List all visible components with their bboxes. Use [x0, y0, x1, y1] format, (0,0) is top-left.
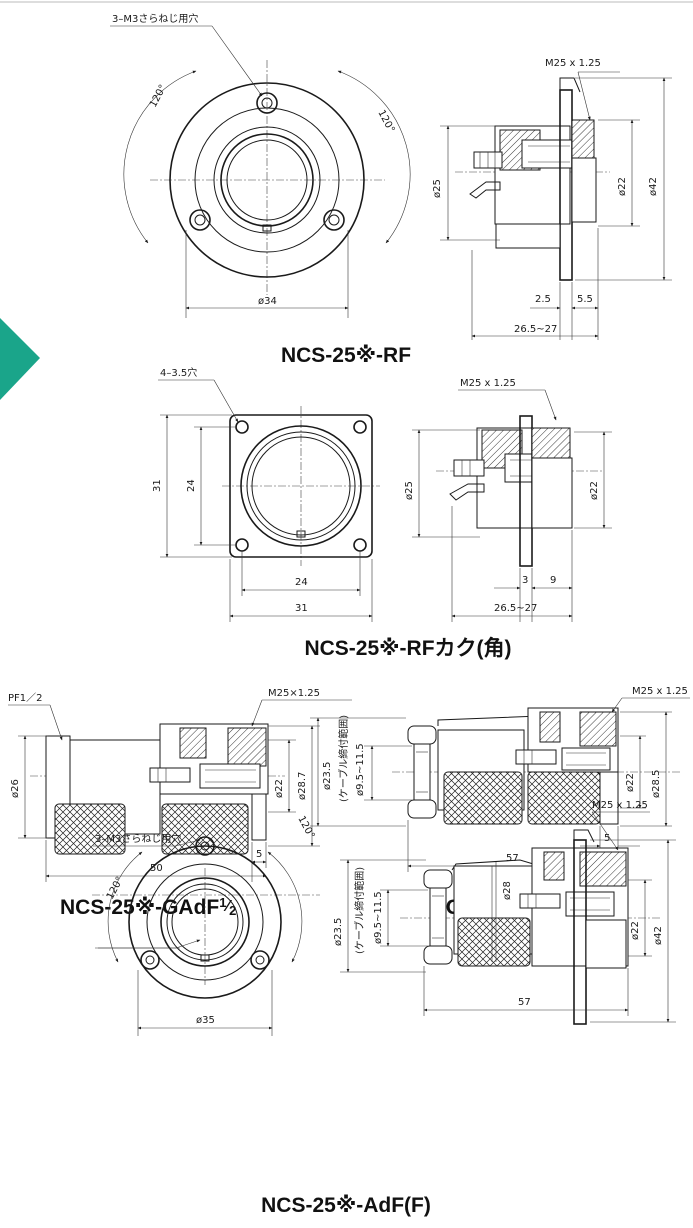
rfsq-dia-body: ø25 — [404, 481, 415, 500]
rfsq-pitch-v: 24 — [186, 479, 197, 492]
rf-hole-note: 3–M3さらねじ用穴 — [112, 12, 198, 25]
rfsq-thread: M25 x 1.25 — [460, 378, 516, 389]
gadf-caption-sup: 1 — [219, 895, 226, 910]
rfsq-caption: NCS-25※-RFカク(角) — [304, 636, 511, 660]
rfsq-length: 26.5~27 — [494, 603, 537, 614]
adf-thread: M25 x 1.25 — [632, 686, 688, 697]
adf-cable-note: (ケーブル締付範囲) — [337, 715, 350, 802]
rf-pcd: ø34 — [258, 296, 277, 307]
gadf-dia-inner: ø22 — [274, 779, 285, 798]
adff-cable-note: (ケーブル締付範囲) — [353, 867, 366, 954]
gadf-thread: M25×1.25 — [268, 688, 320, 699]
adff-hole-leader-arrow — [174, 839, 201, 847]
figure-rf: 120° 120° 3–M3さらねじ用穴 ø34 — [110, 12, 672, 367]
adff-dia-body: ø28 — [502, 881, 513, 900]
gadf-pf-note: PF1／2 — [8, 692, 43, 704]
gadf-length: 50 — [150, 863, 163, 874]
rfsq-pitch-h: 24 — [295, 577, 308, 588]
rf-side-view: M25 x 1.25 ø25 ø22 ø42 2.5 5.5 26.5~27 — [432, 58, 672, 340]
adff-dia-inner: ø22 — [630, 921, 641, 940]
gadf-caption-slash: ⁄ — [224, 898, 233, 915]
gadf-dim-a: 5 — [256, 849, 262, 860]
adff-hole-note: 3–M3さらねじ用穴 — [95, 832, 181, 845]
rf-dia-body: ø25 — [432, 179, 443, 198]
figure-adf-f: 120° 120° — [92, 811, 676, 1025]
adff-caption: NCS-25※-AdF(F) — [261, 1194, 431, 1217]
rf-caption: NCS-25※-RF — [281, 344, 411, 367]
adff-side-view — [340, 811, 676, 1025]
rf-angle-right: 120° — [375, 108, 396, 134]
adf-dim-a: 5 — [604, 833, 610, 844]
rfsq-dia-inner: ø22 — [589, 481, 600, 500]
gadf-dia-left: ø26 — [10, 779, 21, 798]
gadf-dia-outer: ø28.7 — [297, 772, 308, 800]
adff-pcd: ø35 — [196, 1015, 215, 1026]
rfsq-front-view: 4–3.5穴 31 24 24 31 — [152, 366, 380, 622]
adf-dia-clamp: ø23.5 — [322, 762, 333, 790]
adff-length: 57 — [518, 997, 531, 1008]
adff-dia-flange: ø42 — [653, 926, 664, 945]
adf-cable-range: ø9.5~11.5 — [355, 743, 366, 796]
adff-cable-range: ø9.5~11.5 — [373, 891, 384, 944]
rfsq-dim-a: 3 — [522, 575, 528, 586]
rf-thread: M25 x 1.25 — [545, 58, 601, 69]
gadf-caption-main: NCS-25※-GAdF — [60, 896, 219, 919]
figure-gadf: PF1／2 M25×1.25 ø26 ø22 ø28.7 5 50 NCS-25… — [8, 688, 352, 919]
adff-dia-clamp: ø23.5 — [333, 918, 344, 946]
rf-length: 26.5~27 — [514, 324, 557, 335]
adff-angle-right: 120° — [295, 814, 316, 840]
rf-dia-flange: ø42 — [648, 177, 659, 196]
gadf-caption: NCS-25※-GAdF1⁄2 — [60, 895, 236, 919]
adff-thread: M25 x 1.25 — [592, 800, 648, 811]
rfsq-outer-v: 31 — [152, 479, 163, 492]
rfsq-outer-h: 31 — [295, 603, 308, 614]
adf-length: 57 — [506, 853, 519, 864]
rfsq-side-view: M25 x 1.25 ø25 ø22 3 9 26.5~27 — [404, 378, 612, 622]
rf-angle-left: 120° — [148, 83, 169, 109]
adf-dia-inner: ø22 — [625, 773, 636, 792]
rfsq-hole-note: 4–3.5穴 — [160, 366, 197, 379]
rf-dim-a: 2.5 — [535, 294, 551, 305]
rf-front-view: 120° 120° 3–M3さらねじ用穴 ø34 — [110, 12, 411, 318]
rf-dim-b: 5.5 — [577, 294, 593, 305]
adf-dia-outer: ø28.5 — [651, 770, 662, 798]
figure-rf-square: 4–3.5穴 31 24 24 31 — [152, 366, 612, 660]
section-tab — [0, 318, 40, 400]
rfsq-dim-b: 9 — [550, 575, 556, 586]
gadf-caption-sub: 2 — [229, 903, 236, 918]
rf-dia-inner: ø22 — [617, 177, 628, 196]
figure-adf: M25 x 1.25 ø23.5 (ケーブル締付範囲) ø9.5~11.5 ø2… — [310, 686, 690, 919]
